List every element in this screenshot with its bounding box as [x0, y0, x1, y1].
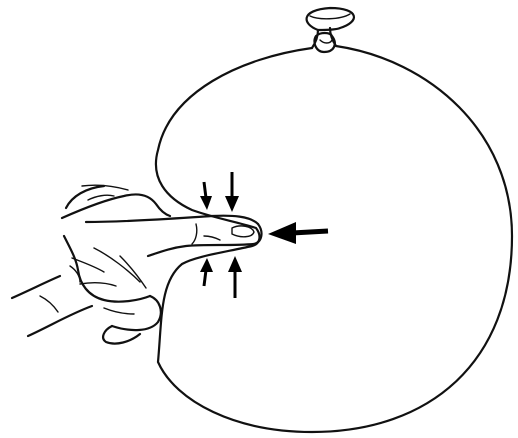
balloon — [156, 8, 512, 432]
wrist-upper — [12, 276, 60, 298]
finger-top — [86, 216, 258, 224]
hand — [12, 185, 261, 343]
balloon-knot-detail — [320, 40, 332, 43]
hand-back-line — [82, 185, 128, 200]
pressure-arrows-top — [200, 172, 239, 212]
wrist-detail — [40, 296, 58, 312]
pressure-arrow-icon — [228, 256, 242, 298]
balloon-rim — [310, 14, 350, 19]
pressure-arrow-icon — [200, 182, 212, 210]
knuckle-crease — [192, 224, 220, 244]
fingernail — [232, 226, 254, 237]
thumb-upper — [66, 186, 104, 208]
wrist-lower — [28, 306, 92, 336]
push-arrow-icon — [268, 222, 328, 244]
pressure-arrow-icon — [200, 258, 213, 286]
palm-crease-2 — [94, 248, 146, 288]
push-arrow-shaft — [292, 231, 328, 233]
hand-back — [62, 194, 170, 218]
pressure-arrows-bottom — [200, 256, 242, 298]
balloon-outline — [156, 46, 512, 432]
palm-outline — [64, 236, 150, 302]
pressure-arrow-icon — [225, 172, 239, 212]
push-arrow-head — [268, 222, 296, 244]
